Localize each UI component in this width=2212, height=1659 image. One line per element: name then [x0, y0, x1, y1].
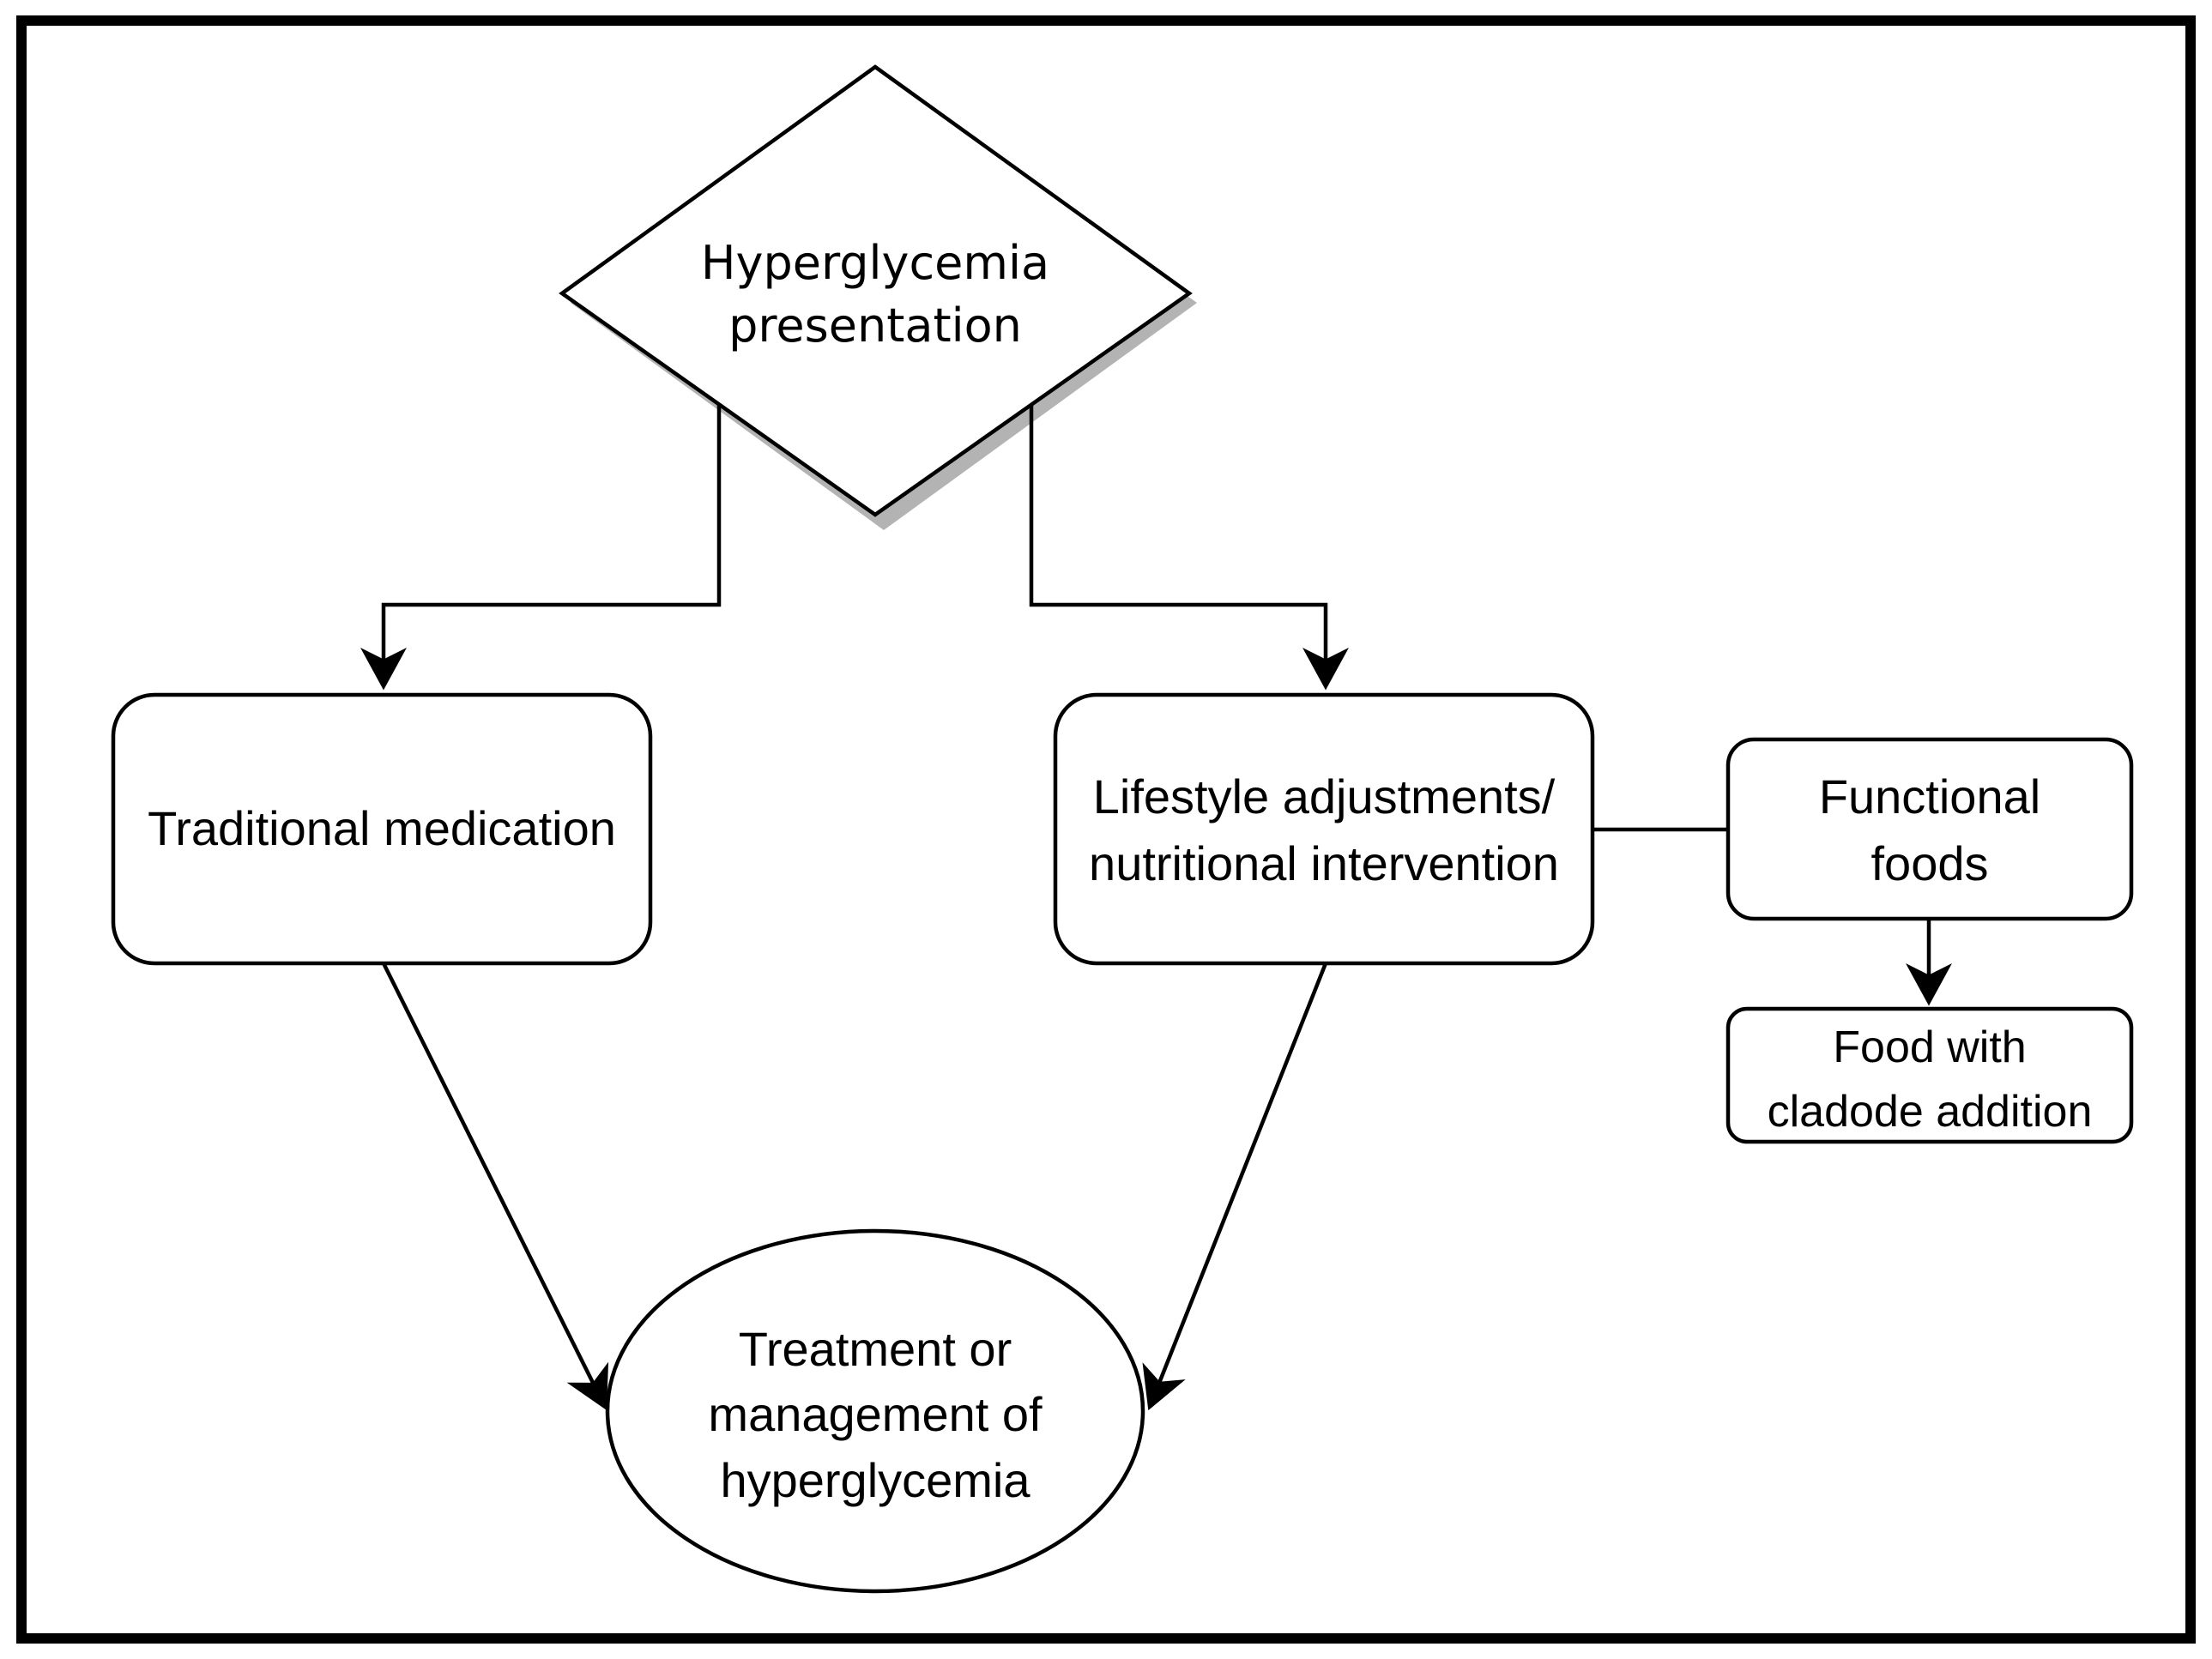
node-label-line: foods [1871, 836, 1989, 890]
food-with-cladode-node: Food with cladode addition [1725, 1006, 2134, 1144]
hyperglycemia-presentation-node: Hyperglycemia presentation [559, 64, 1193, 517]
node-box [1053, 692, 1595, 966]
traditional-medication-node: Traditional medication [111, 692, 653, 966]
node-label-line: Treatment or [739, 1322, 1012, 1376]
node-label-line: Hyperglycemia [701, 236, 1049, 290]
node-label-line: Functional [1819, 769, 2040, 823]
node-ellipse [605, 1228, 1145, 1594]
node-label-line: management of [708, 1387, 1043, 1441]
node-label-line: Food with [1833, 1023, 2026, 1072]
node-label-line: Lifestyle adjustments/ [1093, 769, 1556, 823]
node-box [1725, 737, 2134, 921]
node-label-line: nutritional intervention [1089, 836, 1559, 890]
node-box [1725, 1006, 2134, 1144]
edge-lifestyle-to-treatment [1142, 962, 1328, 1411]
diamond-shape [559, 64, 1193, 517]
node-box [111, 692, 653, 966]
treatment-node: Treatment or management of hyperglycemia [605, 1228, 1145, 1594]
edge-traditional-to-treatment [381, 962, 609, 1411]
node-label-line: hyperglycemia [720, 1453, 1030, 1507]
node-label-line: cladode addition [1768, 1087, 2093, 1137]
node-label-line: Traditional medication [148, 801, 616, 855]
edge-presentation-to-lifestyle [1029, 403, 1349, 691]
node-label-line: presentation [728, 299, 1022, 353]
lifestyle-adjustments-node: Lifestyle adjustments/ nutritional inter… [1053, 692, 1595, 966]
edge-presentation-to-traditional [360, 403, 722, 691]
functional-foods-node: Functional foods [1725, 737, 2134, 921]
